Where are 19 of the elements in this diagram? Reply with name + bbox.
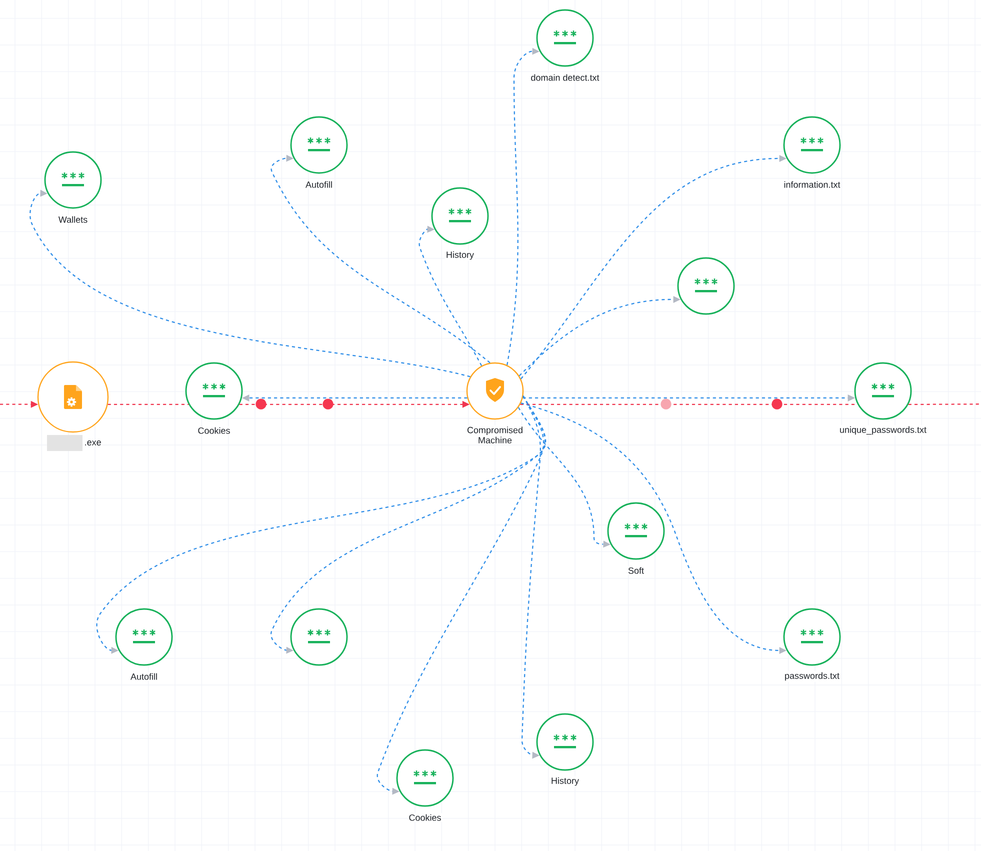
- arrow: [418, 226, 482, 366]
- node-label: passwords.txt: [783, 671, 841, 682]
- node-label: History: [444, 250, 476, 261]
- line: [108, 404, 189, 406]
- node-label: Autofill: [129, 672, 159, 681]
- node-label: Soft: [626, 566, 646, 575]
- arrow: [30, 190, 470, 378]
- node-label: Compromised Machine: [464, 426, 526, 444]
- node-label: History: [550, 776, 580, 787]
- node-label: domain detect.txt: [530, 73, 600, 82]
- node-label: Autofill: [304, 180, 334, 189]
- line: [908, 404, 981, 406]
- node-label: Wallets: [57, 215, 89, 224]
- node-label: Cookies: [196, 426, 232, 435]
- node-label: Cookies: [408, 813, 442, 822]
- arrow: [270, 154, 490, 364]
- node-label: information.txt: [782, 180, 842, 189]
- node-label: unique_passwords.txt: [838, 425, 928, 436]
- node-label: .exe: [83, 439, 102, 447]
